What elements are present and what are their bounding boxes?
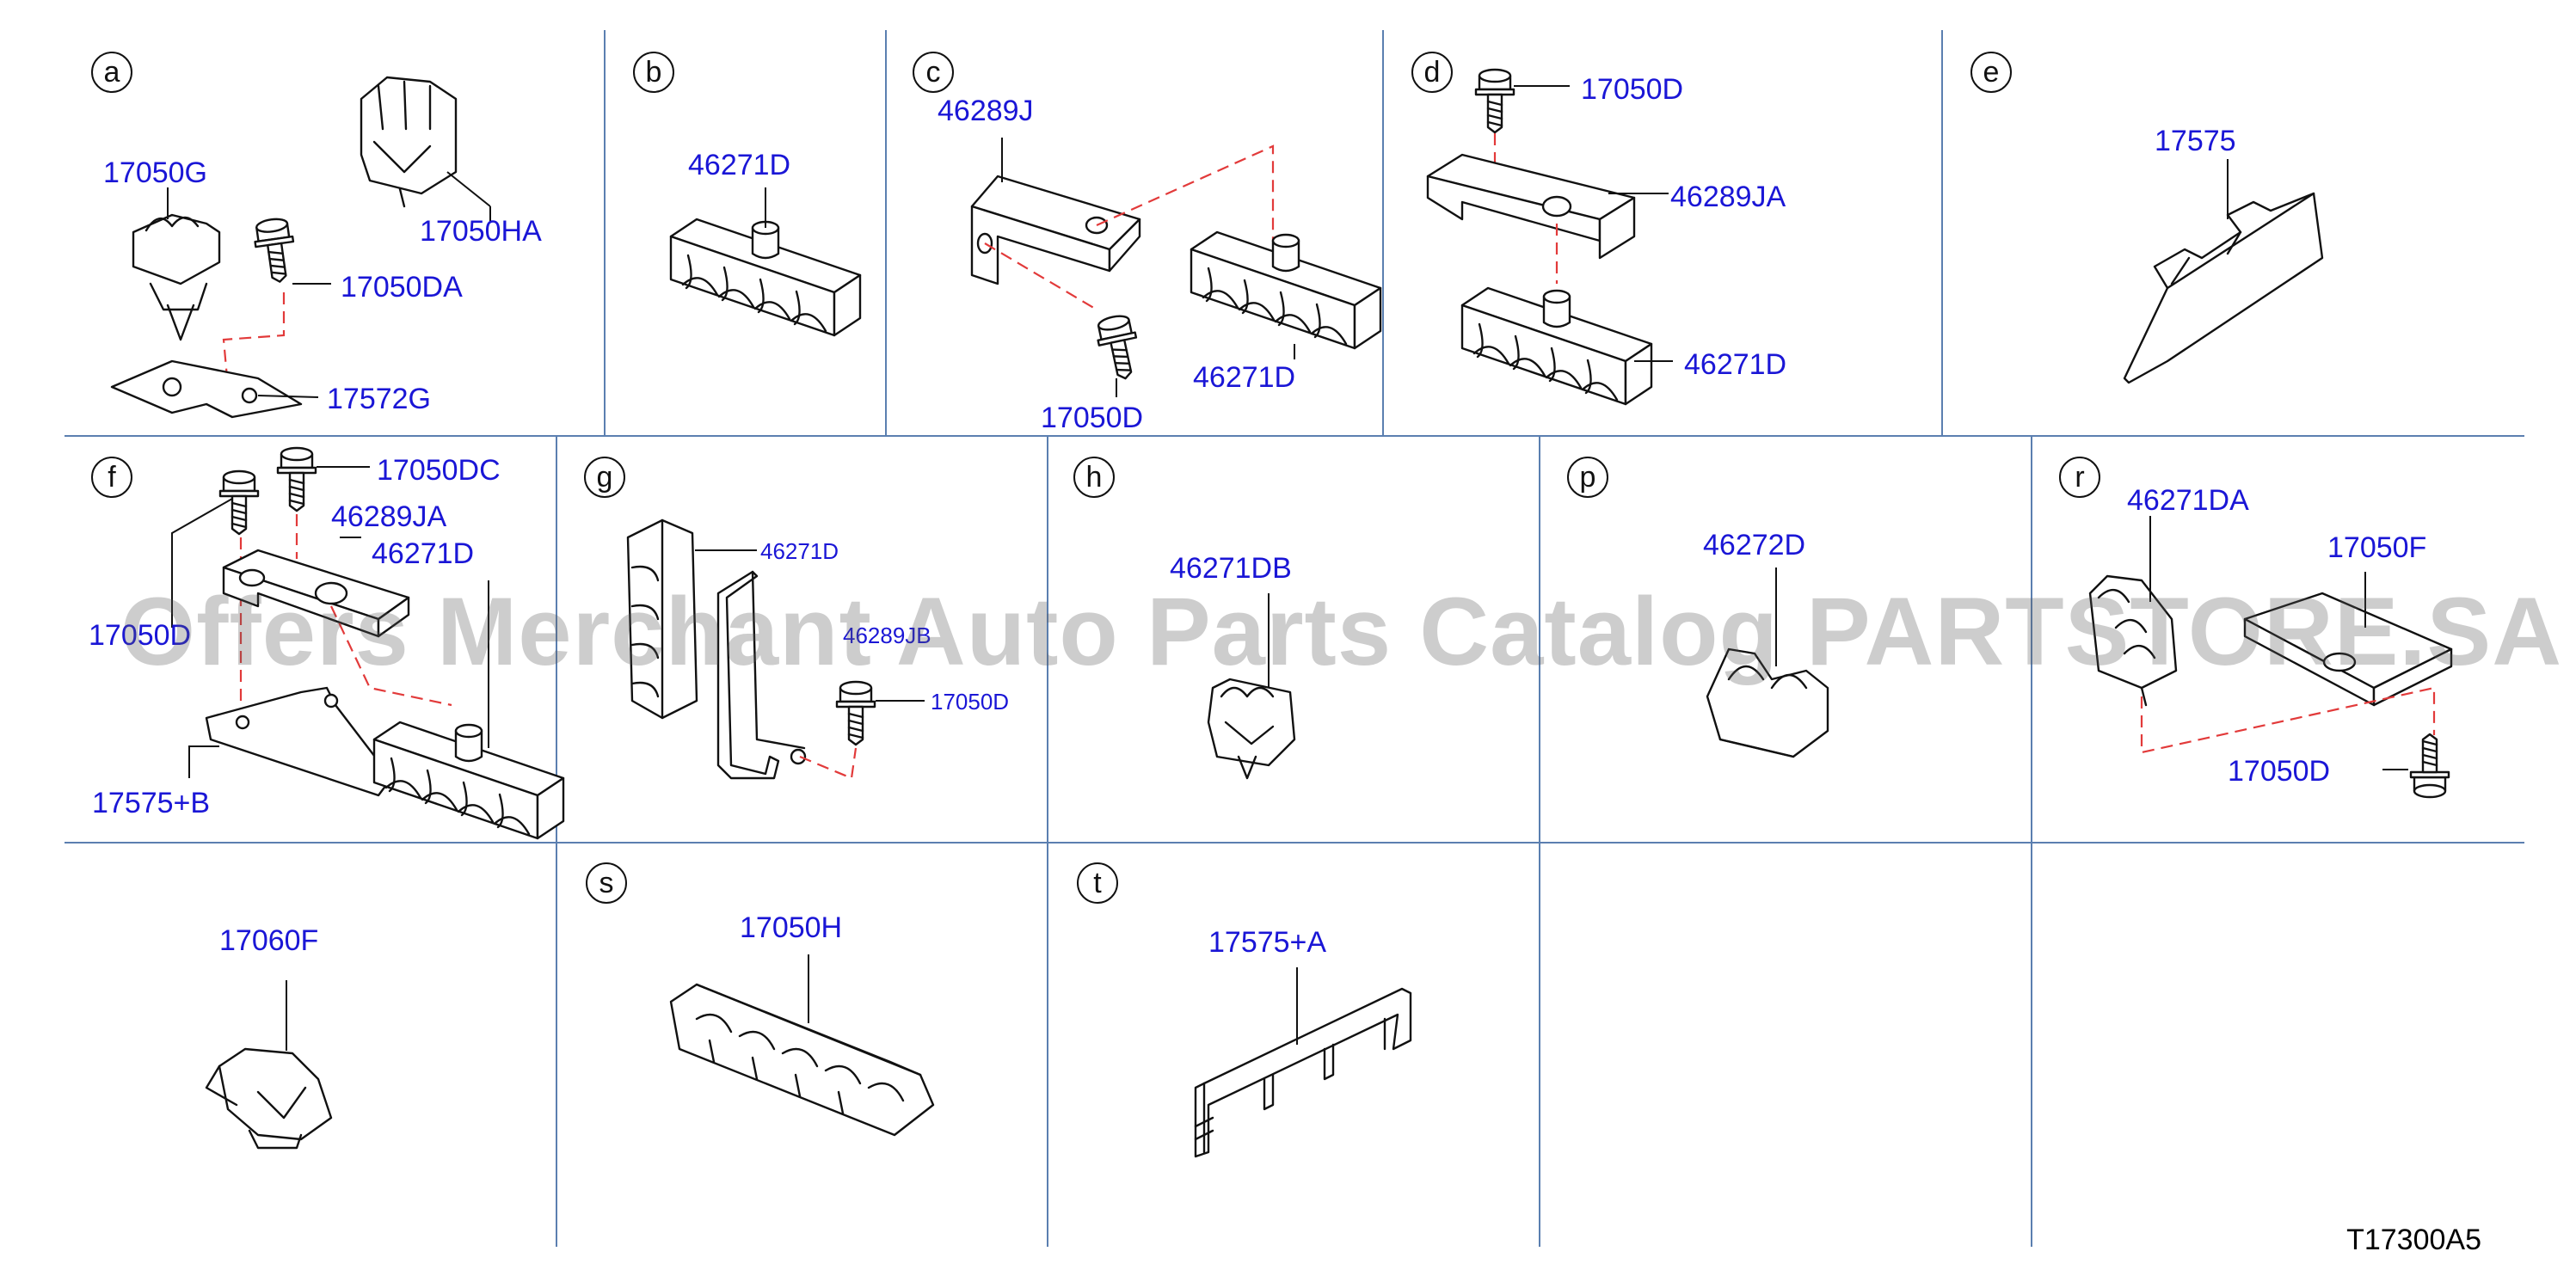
svg-text:h: h <box>1086 461 1103 494</box>
panel-letter-b: b <box>633 52 674 93</box>
label-46272D: 46272D <box>1703 529 1805 561</box>
label-46271DB: 46271DB <box>1170 552 1292 585</box>
svg-text:e: e <box>1983 56 2000 89</box>
panel-t: 17575+A <box>1194 926 1412 1158</box>
label-17050F: 17050F <box>2327 531 2426 564</box>
label-46271D-c: 46271D <box>1193 361 1295 394</box>
part-17050F-drawing <box>2243 592 2453 707</box>
panel-letters: a b c d e f g h p r s t <box>91 52 2100 904</box>
part-17050G-drawing <box>132 213 221 341</box>
part-17572G-drawing <box>110 359 303 419</box>
panel-g: 46271D 46289JB 17050D <box>626 518 1009 780</box>
label-46289JA-d: 46289JA <box>1670 181 1786 213</box>
part-46289JA-d-drawing <box>1426 153 1636 260</box>
label-17050D-d: 17050D <box>1581 73 1683 106</box>
panel-letter-d: d <box>1411 52 1453 93</box>
label-17575A: 17575+A <box>1208 926 1326 959</box>
panel-letter-a: a <box>91 52 132 93</box>
label-46289JA-f: 46289JA <box>331 500 447 533</box>
label-46271D-f: 46271D <box>372 537 474 570</box>
panel-letter-e: e <box>1970 52 2012 93</box>
part-46289JA-f-drawing <box>222 549 410 638</box>
panel-letter-s: s <box>586 862 627 904</box>
panel-a: 17050G 17050HA 17050DA 17572G <box>103 76 542 419</box>
part-46272D-drawing <box>1706 647 1829 758</box>
part-17050HA-drawing <box>360 76 458 208</box>
part-17050H-drawing <box>669 983 935 1137</box>
part-46289J-drawing <box>970 175 1141 285</box>
panel-letter-c: c <box>913 52 954 93</box>
label-46289JB: 46289JB <box>843 623 931 648</box>
svg-text:p: p <box>1580 461 1596 494</box>
panel-letter-r: r <box>2059 457 2100 498</box>
label-17575: 17575 <box>2155 125 2236 157</box>
panel-c: 46289J 17050D 46271D <box>938 95 1382 434</box>
panel-grid <box>65 30 2524 1247</box>
panel-b: 46271D <box>669 149 862 337</box>
panel-s: 17050H <box>669 911 935 1137</box>
label-17050DC: 17050DC <box>377 454 501 487</box>
part-46271D-g-drawing <box>626 518 698 720</box>
label-46271D-g: 46271D <box>760 538 839 564</box>
label-17050DA: 17050DA <box>341 271 463 304</box>
panel-17060F: 17060F <box>205 924 333 1150</box>
label-17050HA: 17050HA <box>420 215 542 248</box>
label-17050H: 17050H <box>740 911 842 944</box>
svg-text:f: f <box>108 461 116 494</box>
panel-letter-h: h <box>1073 457 1115 498</box>
panel-letter-p: p <box>1567 457 1608 498</box>
part-17575-drawing <box>2123 192 2324 384</box>
document-id: T17300A5 <box>2346 1224 2481 1256</box>
svg-text:s: s <box>599 867 614 899</box>
label-17050D-f: 17050D <box>89 619 191 652</box>
panel-d: 17050D 46289JA 46271D <box>1426 68 1786 406</box>
part-17575B-drawing <box>205 686 393 797</box>
svg-text:t: t <box>1093 867 1102 899</box>
panel-letter-t: t <box>1077 862 1118 904</box>
panel-letter-f: f <box>91 457 132 498</box>
part-46271DB-drawing <box>1207 678 1296 780</box>
label-46289J: 46289J <box>938 95 1034 127</box>
part-17060F-drawing <box>205 1047 333 1150</box>
label-17050D-g: 17050D <box>931 689 1009 715</box>
panel-e: 17575 <box>2123 125 2324 384</box>
panel-f: 17050DC 17050D 46289JA 46271D 17575+B <box>89 446 565 840</box>
panel-letter-g: g <box>584 457 625 498</box>
svg-text:a: a <box>104 56 120 89</box>
label-17060F: 17060F <box>219 924 318 957</box>
svg-text:g: g <box>597 461 613 494</box>
svg-text:d: d <box>1424 56 1441 89</box>
svg-text:r: r <box>2075 461 2084 494</box>
label-46271D-d: 46271D <box>1684 348 1786 381</box>
svg-text:b: b <box>646 56 662 89</box>
label-17575B: 17575+B <box>92 787 210 819</box>
label-17050G: 17050G <box>103 156 207 189</box>
label-17050D-r: 17050D <box>2228 755 2330 788</box>
svg-text:c: c <box>926 56 941 89</box>
label-17050D-c: 17050D <box>1041 402 1143 434</box>
part-46289JB-drawing <box>716 570 807 780</box>
label-17572G: 17572G <box>327 383 431 415</box>
panel-r: 46271DA 17050F 17050D <box>2088 484 2453 799</box>
label-46271DA: 46271DA <box>2127 484 2249 517</box>
panel-h: 46271DB <box>1170 552 1296 780</box>
part-46271DA-drawing <box>2088 574 2178 707</box>
panel-p: 46272D <box>1703 529 1829 758</box>
part-17575A-drawing <box>1194 987 1412 1158</box>
label-46271D-b: 46271D <box>688 149 790 181</box>
